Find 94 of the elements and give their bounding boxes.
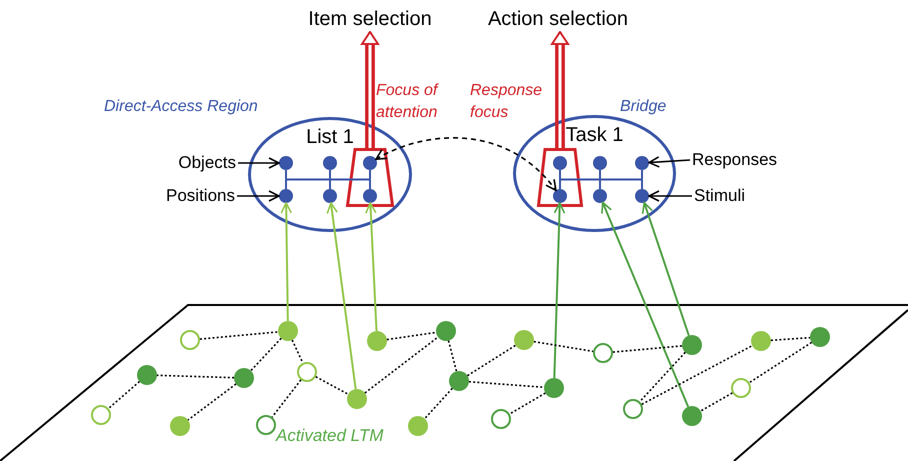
region-title: Task 1 xyxy=(564,124,624,147)
label-text: Responses xyxy=(692,149,796,171)
dotted-link xyxy=(250,338,282,372)
dotted-link xyxy=(770,336,810,342)
dot xyxy=(363,156,377,170)
filled-circle xyxy=(544,378,564,398)
dot xyxy=(323,156,337,170)
dot xyxy=(553,156,567,170)
focus-trapezoid xyxy=(346,148,394,207)
arrow xyxy=(365,202,378,332)
arrow xyxy=(237,190,280,202)
open-circle xyxy=(491,409,511,429)
filled-circle xyxy=(514,330,534,350)
dot xyxy=(635,156,649,170)
dotted-link xyxy=(468,380,544,388)
open-circle xyxy=(297,362,317,382)
dot xyxy=(279,189,293,203)
open-circle xyxy=(256,415,276,435)
arrow xyxy=(553,202,566,378)
arrow xyxy=(326,202,357,390)
dotted-link xyxy=(386,332,436,340)
dotted-link xyxy=(467,344,516,376)
double-arrow xyxy=(361,30,379,150)
filled-circle xyxy=(347,389,367,409)
label-text: Action selection xyxy=(478,6,638,32)
dotted-link xyxy=(291,340,304,364)
dotted-link xyxy=(271,379,302,418)
dotted-link xyxy=(534,340,594,352)
connector-line xyxy=(369,170,371,189)
filled-circle xyxy=(436,321,456,341)
region-ellipse xyxy=(513,115,676,232)
filled-circle xyxy=(278,321,298,341)
caption-text: Activated LTM xyxy=(276,426,384,446)
connector-line xyxy=(285,170,287,189)
filled-circle xyxy=(751,331,771,351)
dotted-link xyxy=(509,392,546,415)
caption-text: Focus of attention xyxy=(376,81,440,124)
open-circle xyxy=(180,330,200,350)
filled-circle xyxy=(137,365,157,385)
arrow xyxy=(642,202,690,336)
filled-circle xyxy=(234,368,254,388)
region-title: List 1 xyxy=(305,126,355,149)
caption-text: Direct-Access Region xyxy=(104,97,259,117)
dotted-link xyxy=(156,374,234,378)
dotted-link xyxy=(188,383,236,421)
label-text: Stimuli xyxy=(694,185,764,207)
dot xyxy=(363,189,377,203)
caption-text: Bridge xyxy=(620,97,668,117)
label-text: Positions xyxy=(130,185,235,207)
open-circle xyxy=(623,399,643,419)
dotted-link xyxy=(448,340,458,372)
dotted-link xyxy=(641,344,753,406)
bar-line xyxy=(286,178,370,180)
dotted-link xyxy=(364,336,439,394)
dot xyxy=(635,189,649,203)
arrow xyxy=(280,202,292,322)
connector-line xyxy=(329,170,331,189)
open-circle xyxy=(731,378,751,398)
filled-circle xyxy=(682,406,702,426)
arrow xyxy=(648,190,692,202)
filled-circle xyxy=(367,331,387,351)
filled-circle xyxy=(810,327,830,347)
dotted-link xyxy=(108,380,140,410)
open-circle xyxy=(593,343,613,363)
dotted-link xyxy=(639,352,686,402)
bar-line xyxy=(560,178,642,180)
open-circle xyxy=(91,405,111,425)
label-text: Objects xyxy=(140,152,236,174)
dotted-link xyxy=(200,331,278,340)
filled-circle xyxy=(408,416,428,436)
dot xyxy=(279,156,293,170)
dotted-link xyxy=(424,388,453,420)
dashed-arrow xyxy=(375,137,557,192)
filled-circle xyxy=(449,371,469,391)
arrow xyxy=(238,157,280,169)
dotted-link xyxy=(748,342,812,384)
connector-line xyxy=(641,170,643,189)
connector-line xyxy=(599,170,601,189)
region-ellipse xyxy=(248,117,412,232)
dotted-link xyxy=(612,345,682,353)
caption-text: Response focus xyxy=(470,81,544,124)
dot xyxy=(553,189,567,203)
filled-circle xyxy=(170,416,190,436)
dotted-link xyxy=(315,376,349,395)
filled-circle xyxy=(682,335,702,355)
double-arrow xyxy=(551,30,569,150)
focus-trapezoid xyxy=(537,148,583,207)
dotted-link xyxy=(700,392,733,412)
label-text: Item selection xyxy=(300,6,440,32)
connector-line xyxy=(559,170,561,189)
dot xyxy=(593,189,607,203)
dot xyxy=(323,189,337,203)
dot xyxy=(593,156,607,170)
arrow xyxy=(601,202,690,408)
